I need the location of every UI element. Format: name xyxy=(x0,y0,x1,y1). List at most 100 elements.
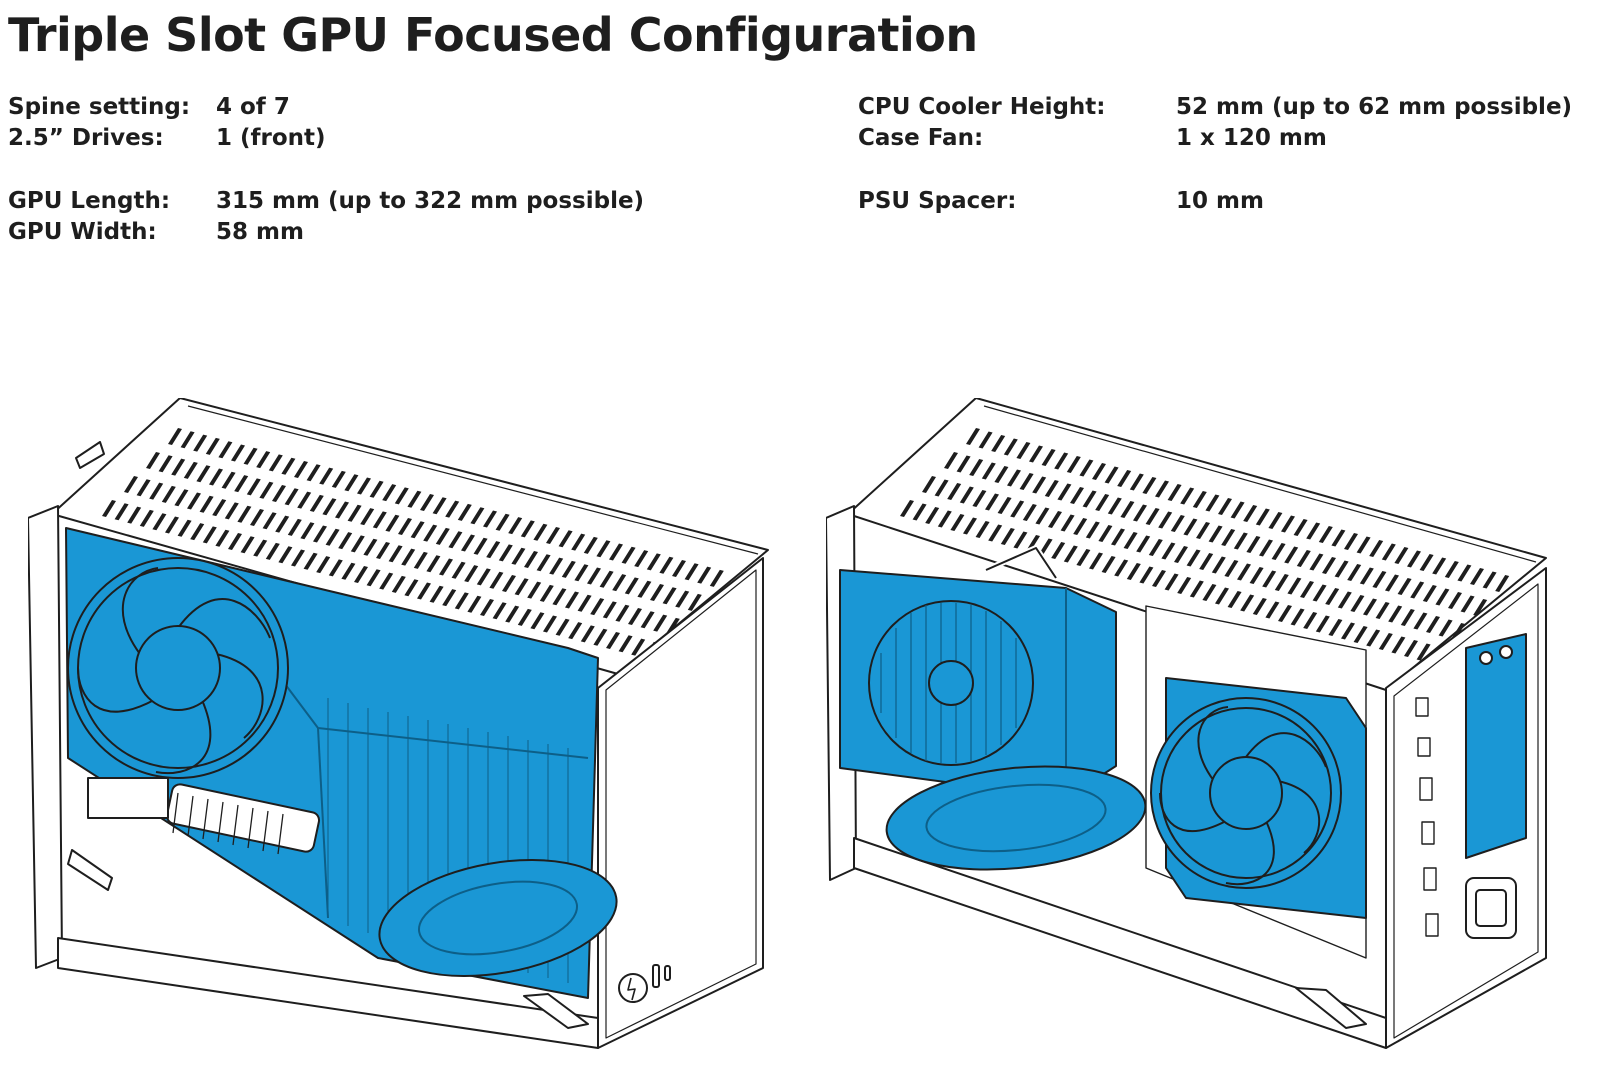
vent-slot xyxy=(697,566,712,584)
vent-slot xyxy=(281,457,296,475)
vent-slot xyxy=(947,483,962,500)
vent-slot xyxy=(457,503,472,521)
vent-slot xyxy=(546,527,560,544)
vent-slot xyxy=(1032,476,1047,494)
vent-slot xyxy=(514,578,529,596)
vent-slot xyxy=(520,520,535,538)
vent-slot xyxy=(231,444,245,462)
vent-slot xyxy=(158,455,173,473)
vent-slot xyxy=(1123,532,1138,549)
vent-slot xyxy=(1016,442,1031,459)
vent-slot xyxy=(136,479,151,497)
vent-slot xyxy=(1400,609,1415,626)
vent-slot xyxy=(1233,532,1248,550)
vent-slot xyxy=(1189,580,1204,598)
vent-slot xyxy=(284,488,299,506)
vent-slot xyxy=(1303,612,1318,629)
vent-slot xyxy=(1092,463,1106,480)
vent-slot xyxy=(174,489,189,507)
vent-slot xyxy=(596,540,611,558)
vent-slot xyxy=(445,500,460,518)
vent-slot xyxy=(672,560,686,577)
vent-slot xyxy=(1107,497,1122,515)
spec-row-spine: Spine setting: 4 of 7 xyxy=(8,92,644,123)
vent-slot xyxy=(240,536,255,554)
gpu-fan xyxy=(67,557,289,779)
vent-slot xyxy=(593,628,608,646)
spec-label: GPU Length: xyxy=(8,188,171,214)
vent-slot xyxy=(190,523,205,541)
vent-slot xyxy=(1177,577,1192,594)
vent-slot xyxy=(1369,540,1384,557)
vent-slot xyxy=(555,618,570,636)
vent-slot xyxy=(369,480,384,498)
specs-left: Spine setting: 4 of 7 2.5” Drives: 1 (fr… xyxy=(8,92,644,248)
cpu-cooler-fan xyxy=(1150,697,1342,889)
vent-slot xyxy=(527,581,542,599)
vent-slot xyxy=(1237,563,1251,581)
vent-slot xyxy=(193,434,208,452)
vent-slot xyxy=(234,475,249,493)
vent-slot xyxy=(287,518,302,536)
vent-slot xyxy=(344,474,359,492)
vent-slot xyxy=(1208,525,1223,543)
vent-slot xyxy=(1325,588,1340,605)
vent-slot xyxy=(376,542,390,559)
vent-slot xyxy=(316,556,331,574)
vent-slot xyxy=(177,519,192,537)
vent-slot xyxy=(379,572,394,590)
vent-slot xyxy=(549,557,564,575)
vent-slot xyxy=(1196,522,1210,539)
vent-slot xyxy=(218,441,233,459)
vent-slot xyxy=(1044,480,1059,497)
vent-slot xyxy=(1051,542,1066,559)
vent-slot xyxy=(580,625,595,643)
spec-row-gpu-length: GPU Length: 315 mm (up to 322 mm possibl… xyxy=(8,186,644,217)
vent-slot xyxy=(1129,473,1144,491)
vent-slot xyxy=(1309,553,1324,571)
vent-slot xyxy=(684,563,699,581)
vent-slot xyxy=(1306,522,1321,540)
vent-slot xyxy=(476,568,491,586)
vent-slot xyxy=(1145,508,1160,525)
vent-slot xyxy=(275,515,290,533)
vent-slots xyxy=(900,428,1510,664)
vent-slot xyxy=(1079,459,1094,477)
vent-slot xyxy=(331,470,346,488)
spec-row-cpu-cooler: CPU Cooler Height: 52 mm (up to 62 mm po… xyxy=(858,92,1572,123)
vent-slot xyxy=(1117,470,1132,487)
vent-slot xyxy=(398,518,412,535)
vent-slot xyxy=(912,503,927,521)
usbc-port-icon xyxy=(664,965,671,981)
vent-slot xyxy=(426,555,441,573)
vent-slot xyxy=(372,511,387,529)
vent-slot xyxy=(1114,559,1129,577)
vent-slot xyxy=(1022,504,1037,521)
vent-slot xyxy=(413,551,428,569)
vent-slot xyxy=(259,481,274,499)
vent-slot xyxy=(934,479,949,497)
vent-slot xyxy=(530,612,545,630)
vent-slot xyxy=(470,507,485,525)
vent-slot xyxy=(297,491,312,509)
vent-slot xyxy=(640,611,655,629)
vent-slot xyxy=(404,579,419,597)
vent-slot xyxy=(146,452,160,469)
vent-slot xyxy=(435,527,450,545)
vent-slot xyxy=(363,538,378,556)
vent-slot xyxy=(994,466,1009,483)
vent-slot xyxy=(675,590,690,608)
vent-slot xyxy=(313,525,327,543)
vent-slot xyxy=(1444,561,1459,578)
spec-row-psu-spacer: PSU Spacer: 10 mm xyxy=(858,186,1572,217)
vent-slot xyxy=(432,497,447,515)
vent-slot xyxy=(558,530,573,548)
vent-slot xyxy=(1300,581,1314,598)
case-illustration-cpu-side xyxy=(826,398,1547,1049)
vent-slot xyxy=(401,548,416,566)
vent-slot xyxy=(571,533,586,551)
vent-slot xyxy=(1341,622,1355,640)
vent-slot xyxy=(1281,515,1295,533)
vent-slot xyxy=(124,476,138,493)
vent-slot xyxy=(483,510,497,528)
